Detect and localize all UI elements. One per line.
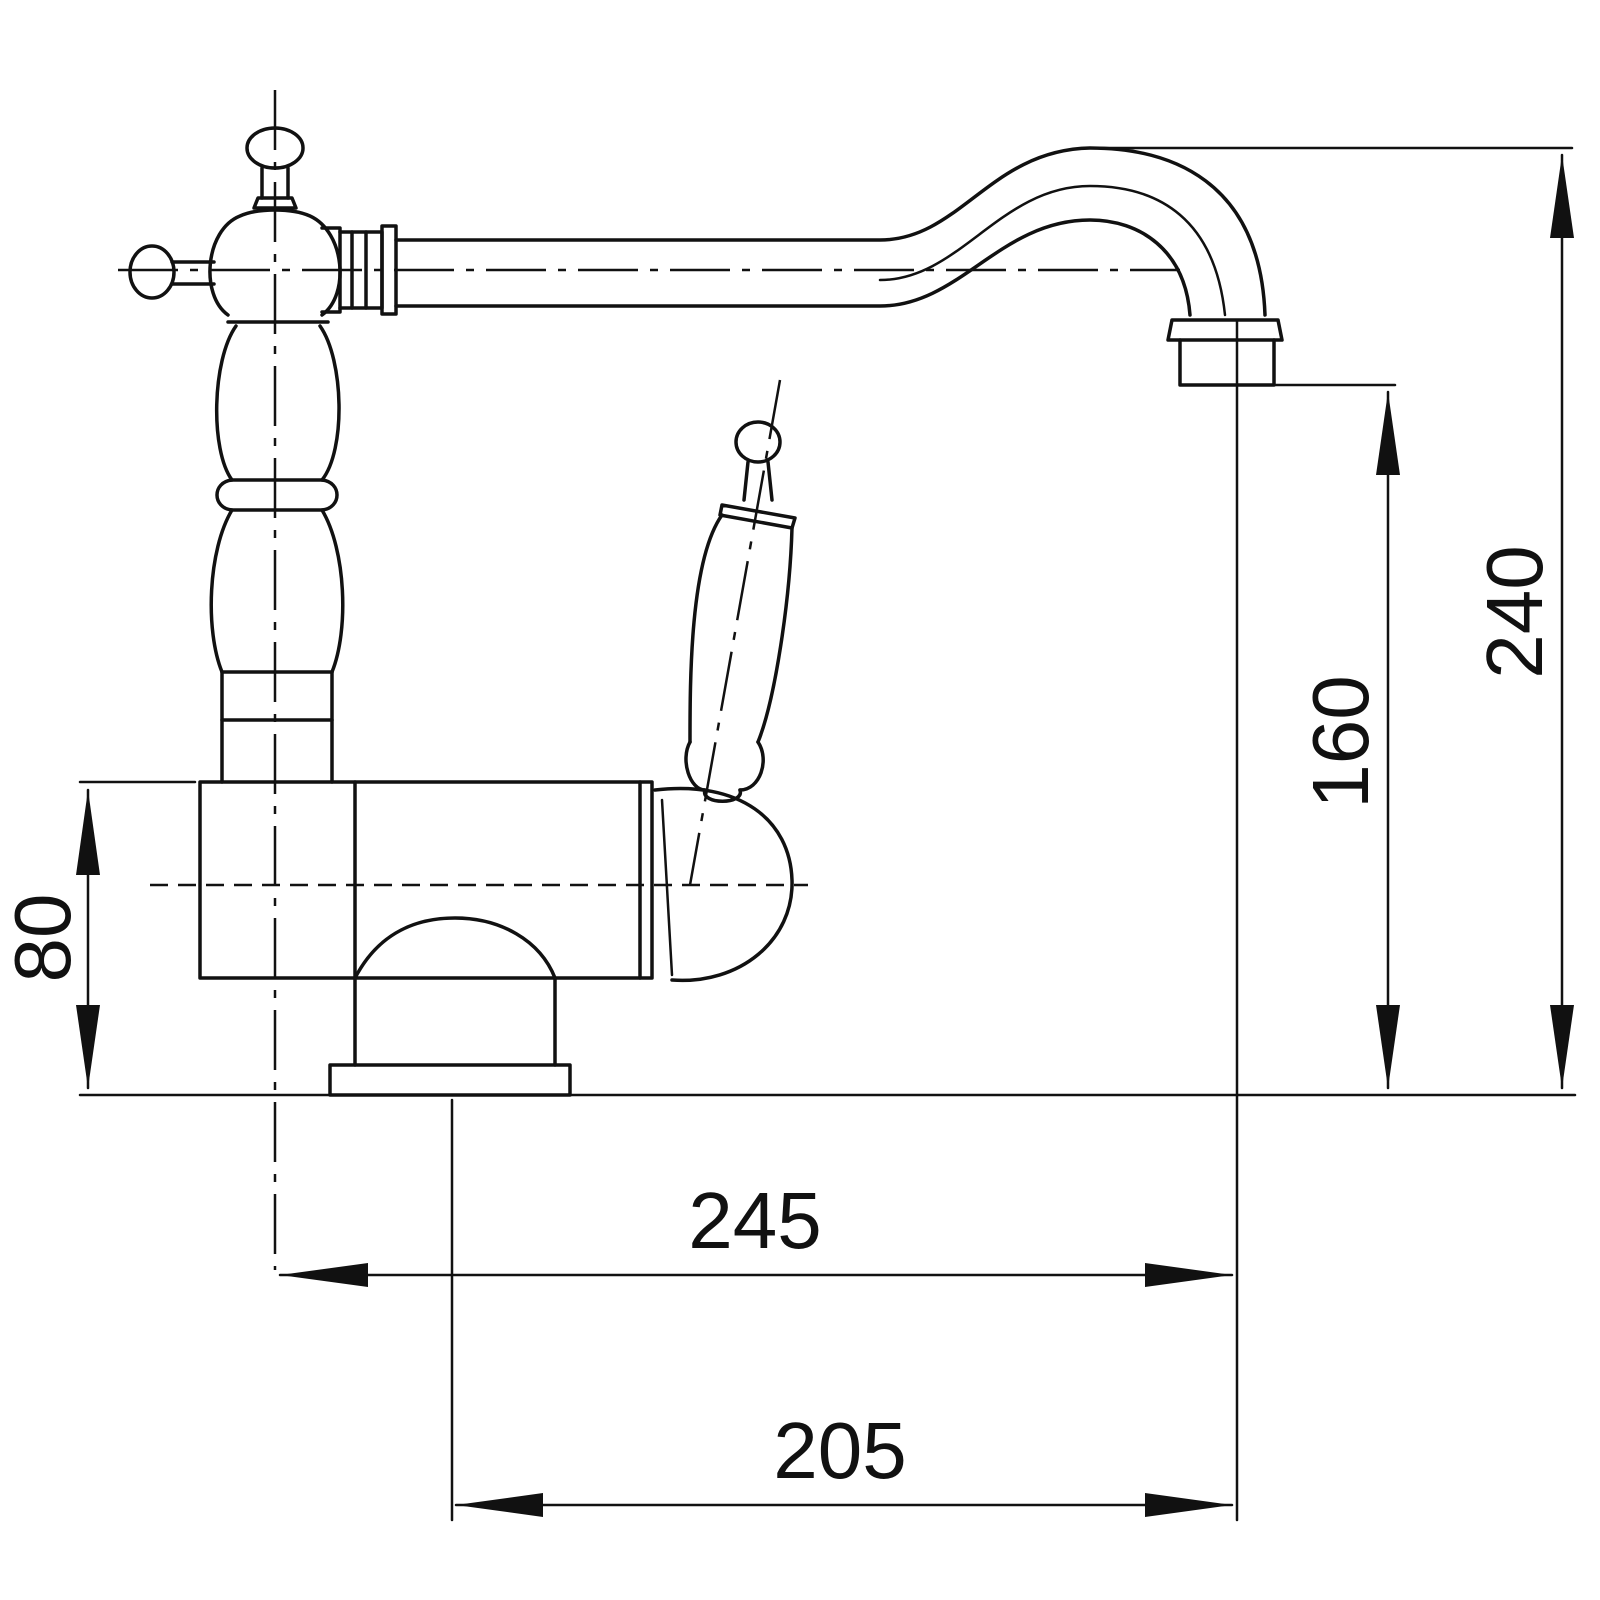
main-body xyxy=(198,780,654,980)
spout xyxy=(394,146,1284,387)
column xyxy=(209,320,345,784)
dimension-label-240: 240 xyxy=(1470,545,1559,678)
side-knob xyxy=(128,244,216,300)
dimension-label-80: 80 xyxy=(0,894,87,983)
center-lines xyxy=(118,90,1180,1270)
dimension-lines xyxy=(76,146,1577,1522)
faucet-outline xyxy=(128,126,1284,1097)
lever-handle xyxy=(660,420,797,977)
dimension-label-205: 205 xyxy=(773,1406,906,1495)
lever-dome xyxy=(653,786,794,983)
dimension-label-245: 245 xyxy=(688,1176,821,1265)
dimension-label-160: 160 xyxy=(1296,675,1385,808)
base xyxy=(328,916,572,1097)
